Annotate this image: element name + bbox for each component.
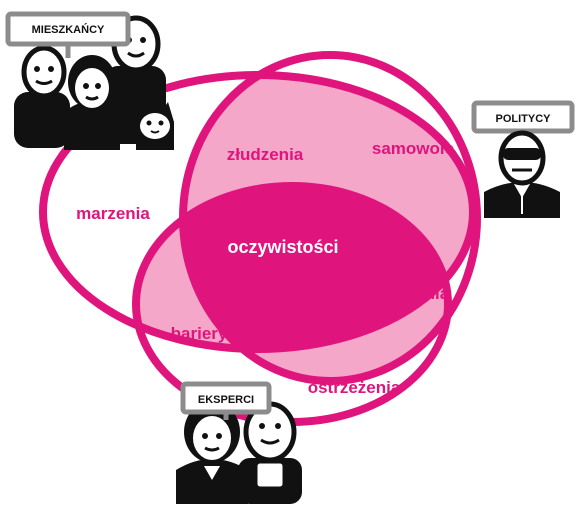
label-politicians-only: samowole <box>372 139 454 158</box>
residents-sign: MIESZKAŃCY <box>5 11 131 58</box>
woman-and-man-icon <box>176 401 302 504</box>
person-with-sunglasses-and-suit-icon <box>484 130 560 218</box>
residents-sign-label: MIESZKAŃCY <box>32 23 105 36</box>
politicians-sign-label: POLITYCY <box>495 113 551 125</box>
label-center: oczywistości <box>227 237 338 257</box>
label-experts-only: ostrzeżenia <box>308 378 401 397</box>
label-politicians-experts: wyzwania <box>370 284 450 303</box>
group-of-people-with-cat-icon <box>14 15 174 150</box>
triple-overlap <box>183 186 448 349</box>
label-residents-experts: bariery <box>171 324 228 343</box>
experts-sign: EKSPERCI <box>180 381 272 420</box>
experts-sign-label: EKSPERCI <box>198 394 254 406</box>
triple-overlap-wrap <box>183 186 448 349</box>
label-residents-politicians: złudzenia <box>227 145 304 164</box>
label-residents-only: marzenia <box>76 204 150 223</box>
